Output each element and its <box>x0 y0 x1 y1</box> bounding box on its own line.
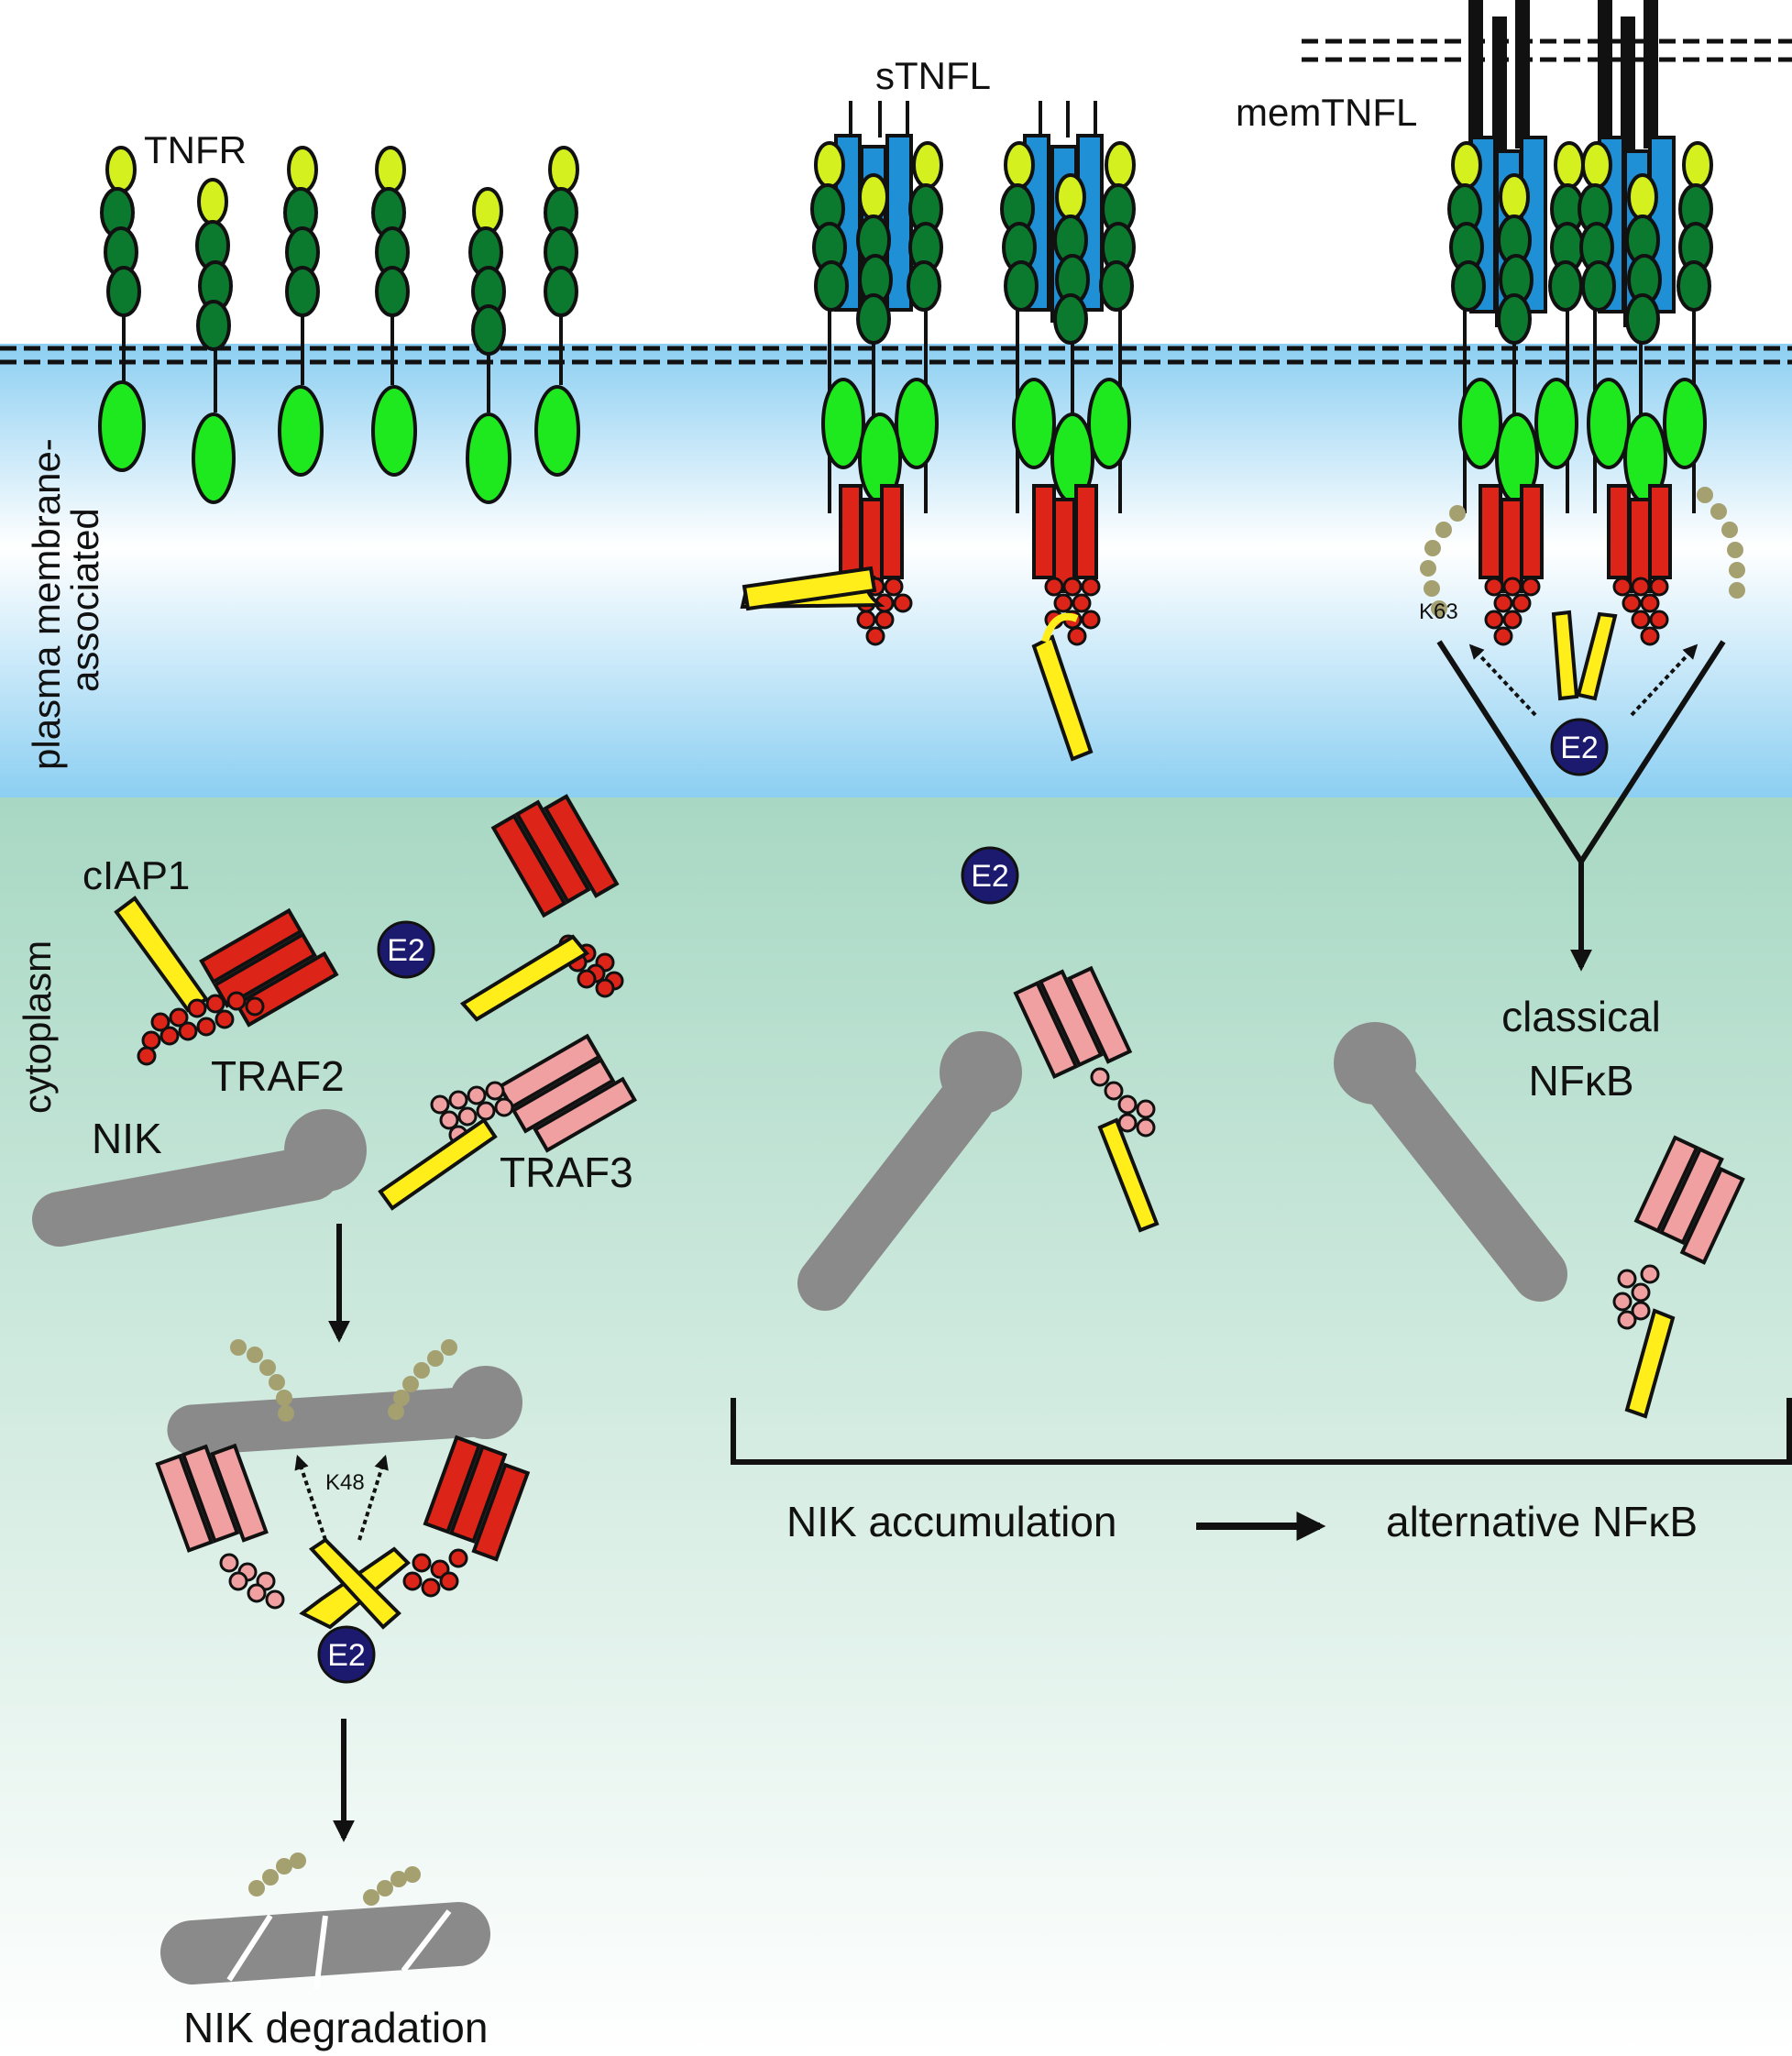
ubiquitin-chain <box>230 1339 457 1422</box>
e2-label: E2 <box>971 859 1009 894</box>
nik-molecule <box>1334 1022 1567 1302</box>
e2-enzyme: E2 <box>1550 718 1609 776</box>
ciap1-bound <box>742 566 877 611</box>
traf3-free <box>378 1033 638 1211</box>
tnfr-receptor <box>371 146 417 477</box>
e2-enzyme: E2 <box>377 920 435 979</box>
degraded-nik <box>160 1853 490 1990</box>
tnfr-receptors <box>98 146 580 504</box>
tnfr-receptor <box>98 146 146 472</box>
alternative-nfkb-label: alternative NFκB <box>1386 1498 1698 1545</box>
nik-label: NIK <box>92 1115 162 1162</box>
membrane-region-label-line1: plasma membrane- <box>25 438 68 770</box>
classical-nfkb-line2: NFκB <box>1529 1057 1634 1105</box>
traf3-free <box>1612 1135 1745 1419</box>
nik-accumulation-label: NIK accumulation <box>786 1498 1117 1545</box>
ubiquitin-chain <box>248 1853 421 1906</box>
nik-molecule <box>32 1109 367 1247</box>
e2-enzyme: E2 <box>317 1625 376 1684</box>
membrane-region-label-line2: associated <box>63 508 106 692</box>
ciap1-bound <box>1551 610 1579 701</box>
traf2-trimer <box>1032 484 1056 579</box>
nik-molecule <box>797 1031 1022 1311</box>
stnfl-label: sTNFL <box>875 54 991 97</box>
stnfl-complex-left <box>740 101 943 646</box>
e2-label: E2 <box>327 1638 366 1673</box>
tnfr-label: TNFR <box>144 128 247 171</box>
tnfr-receptor <box>192 178 236 504</box>
nik-degradation-complex <box>155 1339 531 1630</box>
tnfr-receptor <box>466 187 511 504</box>
tnfr-receptor <box>534 146 580 477</box>
k63-label: K63 <box>1419 599 1458 624</box>
e2-label: E2 <box>1560 731 1599 765</box>
e2-enzyme: E2 <box>961 846 1019 905</box>
ciap1 <box>459 934 590 1022</box>
nik-degradation-label: NIK degradation <box>183 2004 488 2051</box>
memtnfl-complex <box>1420 0 1745 972</box>
traf2-ciap1-free-mid <box>459 794 624 1022</box>
traf3-label: TRAF3 <box>500 1149 633 1196</box>
stnfl-complex-right <box>1000 101 1136 762</box>
k48-label: K48 <box>325 1470 365 1495</box>
traf3-free <box>1013 965 1160 1233</box>
ciap1-label: cIAP1 <box>82 853 190 898</box>
memtnfl-label: memTNFL <box>1236 91 1417 134</box>
traf2-label: TRAF2 <box>211 1052 345 1100</box>
ubiquitin-chain <box>1420 487 1745 617</box>
ciap1 <box>1624 1308 1676 1419</box>
bracket <box>731 1398 1792 1465</box>
classical-nfkb-line1: classical <box>1501 993 1661 1040</box>
memtnfl-stalk <box>1468 0 1483 148</box>
ciap1 <box>378 1117 498 1211</box>
ciap1 <box>114 896 209 1013</box>
e2-label: E2 <box>387 933 425 968</box>
ciap1 <box>1097 1117 1160 1233</box>
traf2-ciap1-free-left <box>114 896 339 1066</box>
traf2-trimer <box>839 484 863 579</box>
tnfr-receptor <box>278 146 324 477</box>
cytoplasm-label: cytoplasm <box>16 940 59 1114</box>
